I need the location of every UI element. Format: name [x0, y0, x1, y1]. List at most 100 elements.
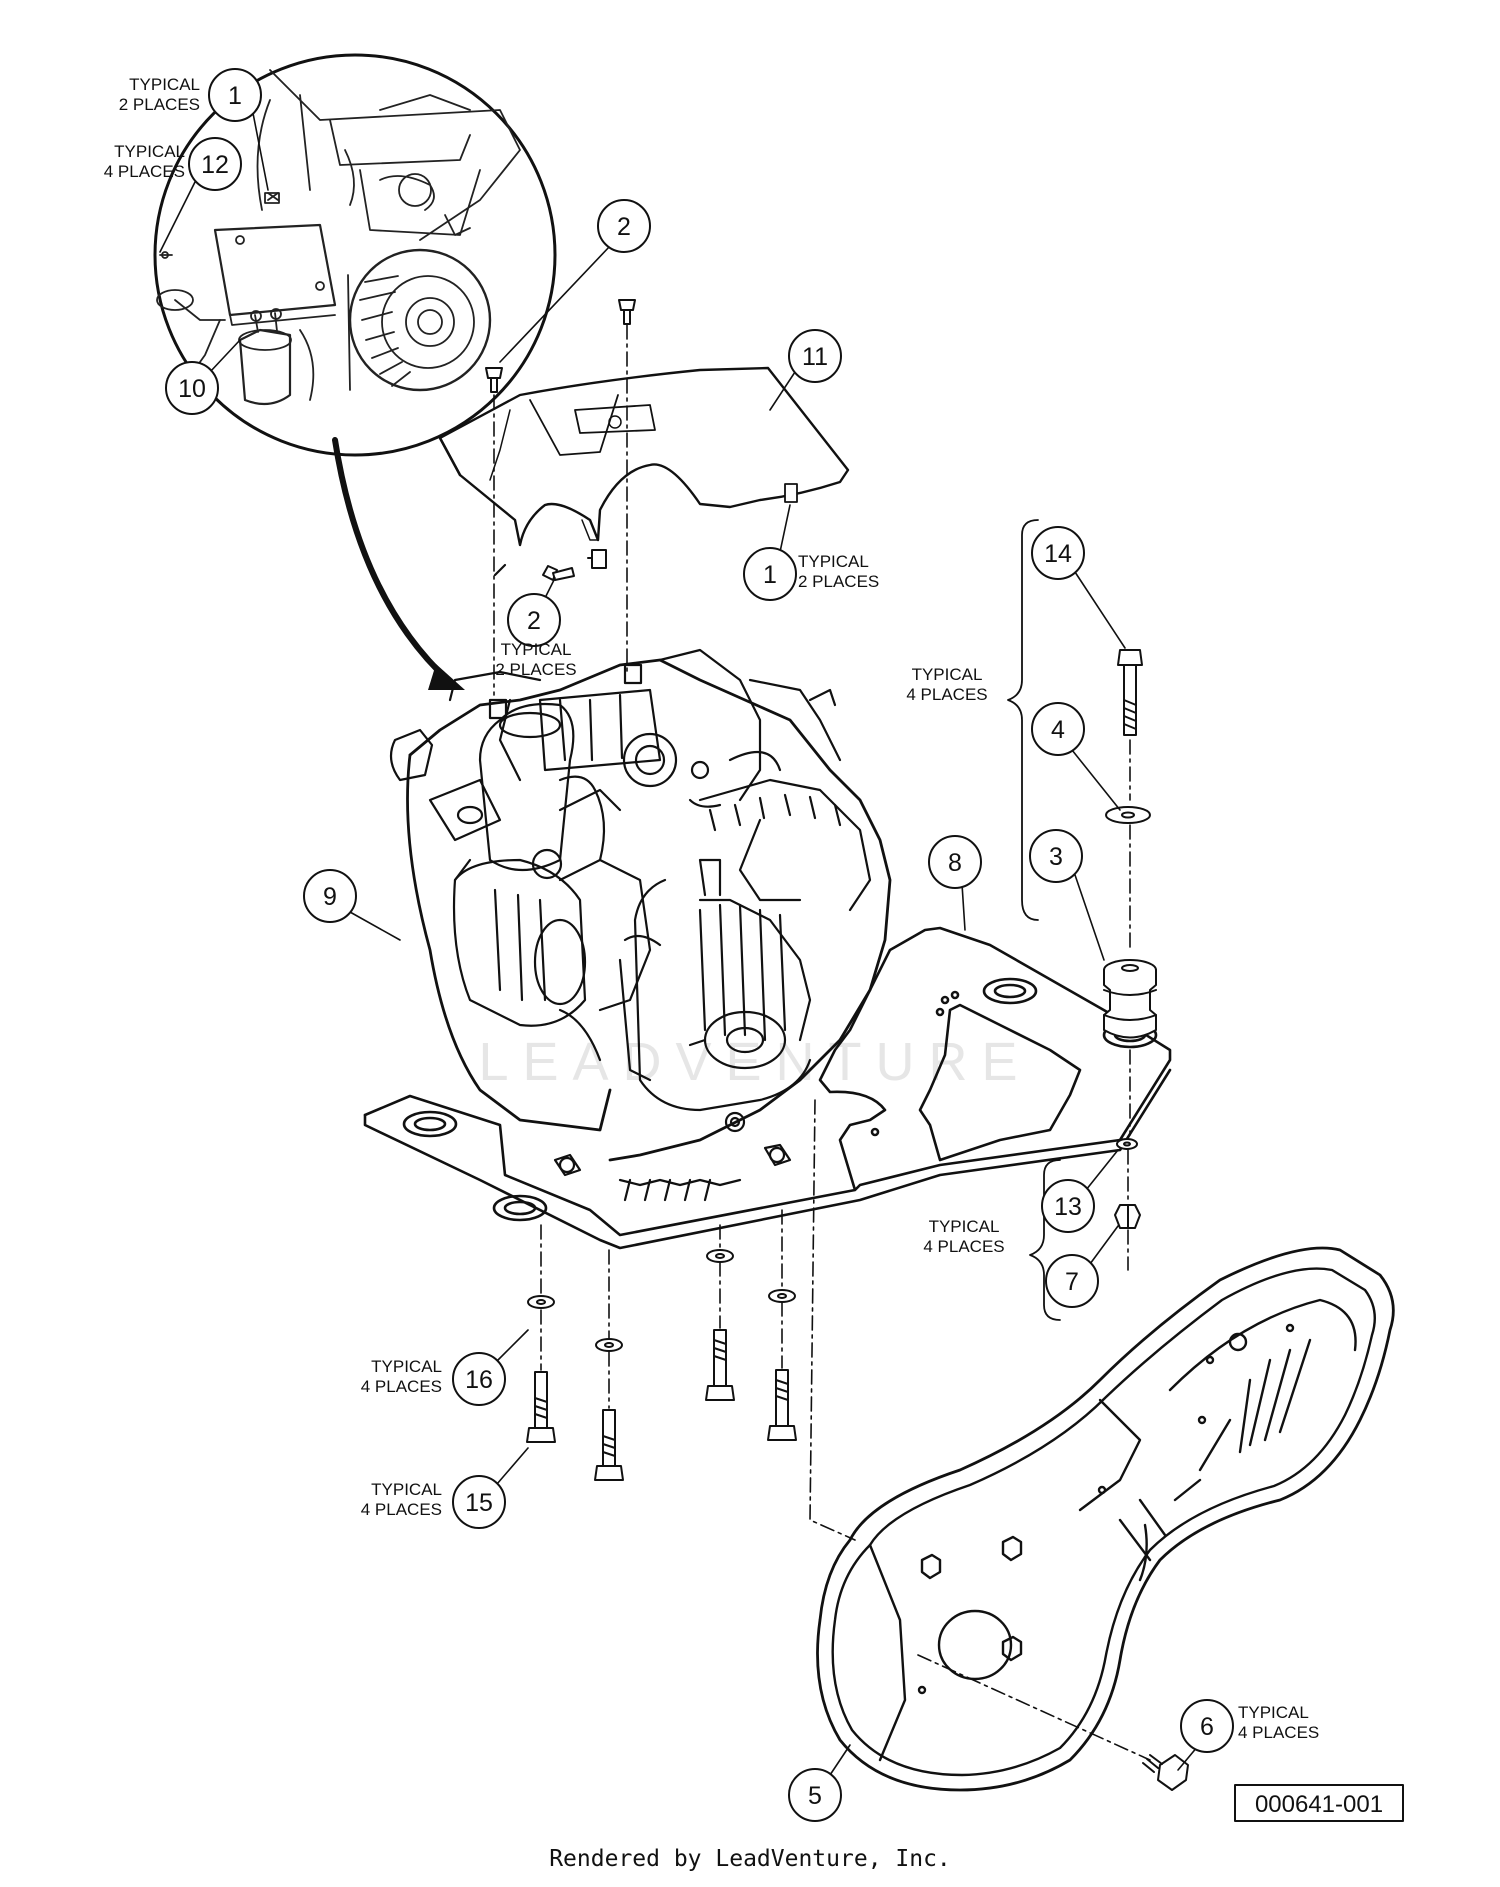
callout-circle	[743, 547, 797, 601]
callout-c2-mid: 2	[507, 577, 561, 647]
detail-arrow	[332, 437, 465, 690]
callout-number: 1	[228, 82, 242, 110]
callout-note: 2 PLACES	[119, 95, 200, 114]
mount-hardware	[1103, 649, 1157, 1229]
callout-circle	[597, 199, 651, 253]
callout-note: 4 PLACES	[104, 162, 185, 181]
callout-c9: 9	[303, 869, 401, 941]
watermark: LEADVENTURE	[478, 1032, 1031, 1092]
callout-note: 4 PLACES	[923, 1237, 1004, 1256]
bottom-bolts	[526, 1249, 797, 1481]
leader-line	[544, 577, 556, 599]
callout-number: 7	[1065, 1268, 1079, 1296]
callout-circle	[1041, 1179, 1095, 1233]
leader-line	[209, 339, 241, 373]
callout-number: 11	[802, 343, 828, 371]
leader-line	[769, 371, 796, 411]
callout-c7: 7	[1045, 1225, 1119, 1308]
callout-number: 8	[948, 849, 962, 877]
leader-line	[779, 504, 791, 553]
cover-screws	[485, 299, 636, 581]
callout-circle	[1031, 526, 1085, 580]
leader-line	[1089, 1225, 1119, 1265]
callout-number: 9	[323, 883, 337, 911]
callout-circle	[788, 329, 842, 383]
housing-bolt	[1142, 1754, 1189, 1791]
callout-circle	[788, 1768, 842, 1822]
callout-circle	[188, 137, 242, 191]
callout-number: 3	[1049, 843, 1063, 871]
callout-number: 1	[763, 561, 777, 589]
callout-note: TYPICAL	[129, 75, 200, 94]
engine-cover	[438, 366, 850, 547]
assembly-lines	[493, 324, 1151, 1761]
callout-number: 4	[1051, 716, 1065, 744]
callout-circle	[452, 1475, 506, 1529]
callout-note: TYPICAL	[501, 640, 572, 659]
callout-c11: 11	[769, 329, 842, 411]
leader-line	[829, 1744, 851, 1776]
footer-credit: Rendered by LeadVenture, Inc.	[549, 1846, 951, 1872]
callout-note: 4 PLACES	[361, 1377, 442, 1396]
callout-note: TYPICAL	[1238, 1703, 1309, 1722]
leader-line	[1071, 749, 1121, 811]
callout-c2-top: 2	[499, 199, 651, 363]
callout-number: 16	[465, 1366, 493, 1394]
callout-note: TYPICAL	[371, 1480, 442, 1499]
callout-note: TYPICAL	[912, 665, 983, 684]
callout-c10: 10	[165, 339, 241, 415]
inset-detail-view	[153, 53, 557, 457]
callout-circle	[303, 869, 357, 923]
callout-c13: 13	[1041, 1149, 1119, 1233]
callout-circle	[452, 1352, 506, 1406]
leader-line	[496, 1329, 529, 1362]
callout-number: 6	[1200, 1713, 1214, 1741]
callout-circle	[1045, 1254, 1099, 1308]
leader-line	[496, 1447, 529, 1485]
leader-line	[1085, 1149, 1119, 1191]
callout-number: 10	[178, 375, 206, 403]
callout-circle	[507, 593, 561, 647]
callout-note: 4 PLACES	[906, 685, 987, 704]
callout-note: TYPICAL	[929, 1217, 1000, 1236]
callout-c4: 4	[1031, 702, 1121, 811]
callout-number: 14	[1044, 540, 1072, 568]
leader-line	[1073, 871, 1105, 961]
callout-circle	[165, 361, 219, 415]
callout-circle	[208, 68, 262, 122]
leader-line	[1074, 571, 1126, 649]
callout-number: 12	[201, 151, 229, 179]
callout-c8: 8	[928, 835, 982, 931]
leader-line	[961, 883, 966, 931]
leader-line	[349, 911, 401, 941]
callout-note: 4 PLACES	[361, 1500, 442, 1519]
document-id: 000641-001	[1255, 1791, 1383, 1818]
callout-c5: 5	[788, 1744, 851, 1822]
callout-circle	[1029, 829, 1083, 883]
callout-number: 2	[527, 607, 541, 635]
document-id-box: 000641-001	[1234, 1784, 1404, 1822]
leader-line	[499, 245, 611, 363]
callout-note: TYPICAL	[371, 1357, 442, 1376]
callout-note: TYPICAL	[114, 142, 185, 161]
leader-line	[251, 107, 269, 191]
callout-circle	[928, 835, 982, 889]
belt-housing	[816, 1246, 1395, 1792]
callout-circle	[1180, 1699, 1234, 1753]
callout-number: 13	[1054, 1193, 1082, 1221]
leader-line	[159, 175, 199, 253]
brace-nut	[1029, 1159, 1061, 1321]
callout-note: TYPICAL	[798, 552, 869, 571]
callout-note: 4 PLACES	[1238, 1723, 1319, 1742]
